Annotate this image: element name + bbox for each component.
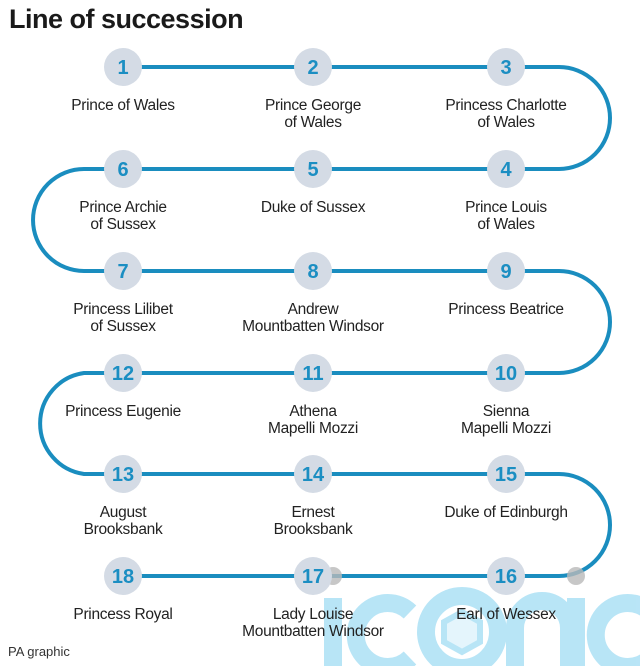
person-name: Princess Royal	[73, 606, 172, 623]
person-marker	[487, 150, 525, 188]
person-name: Princess Beatrice	[448, 301, 564, 318]
person-name: of Wales	[477, 114, 535, 131]
person-marker	[487, 557, 525, 595]
person-name: Mapelli Mozzi	[268, 420, 358, 437]
person-marker	[487, 48, 525, 86]
person-name: Earl of Wessex	[456, 606, 556, 623]
person-name: of Sussex	[90, 318, 156, 335]
succession-number: 2	[307, 57, 318, 79]
person-name: Prince Archie	[79, 199, 166, 216]
page-title: Line of succession	[9, 4, 244, 34]
succession-number: 3	[500, 57, 511, 79]
succession-line	[31, 65, 612, 578]
succession-number: 9	[500, 261, 511, 283]
person-name: Princess Eugenie	[65, 403, 181, 420]
person-name: Ernest	[292, 504, 336, 521]
person-marker	[294, 48, 332, 86]
credit-text: PA graphic	[8, 644, 70, 659]
succession-number: 8	[307, 261, 318, 283]
watermark-dot	[567, 567, 585, 585]
person-marker	[294, 557, 332, 595]
person-name: Brooksbank	[84, 521, 163, 538]
person-name: Prince of Wales	[71, 97, 175, 114]
person-name: Duke of Edinburgh	[444, 504, 567, 521]
watermark-logo	[324, 587, 640, 666]
person-marker	[104, 557, 142, 595]
person-name: Mountbatten Windsor	[242, 623, 384, 640]
person-name: of Sussex	[90, 216, 156, 233]
succession-number: 16	[495, 566, 517, 588]
succession-number: 15	[495, 464, 517, 486]
succession-number: 13	[112, 464, 134, 486]
watermark-letter	[346, 594, 417, 666]
person-name: Sienna	[483, 403, 530, 420]
person-name: August	[100, 504, 147, 521]
person-name: Andrew	[288, 301, 340, 318]
person-marker	[294, 354, 332, 392]
person-marker	[294, 455, 332, 493]
person-name: Prince Louis	[465, 199, 547, 216]
person-marker	[104, 354, 142, 392]
succession-number: 18	[112, 566, 134, 588]
person-name: Duke of Sussex	[261, 199, 366, 216]
succession-number: 6	[117, 159, 128, 181]
succession-number: 12	[112, 363, 134, 385]
person-marker	[104, 252, 142, 290]
person-name: Prince George	[265, 97, 361, 114]
person-marker	[487, 252, 525, 290]
person-name: Lady Louise	[273, 606, 353, 623]
person-marker	[104, 48, 142, 86]
succession-number: 14	[302, 464, 325, 486]
person-name: of Wales	[477, 216, 535, 233]
person-name: Princess Charlotte	[445, 97, 566, 114]
succession-number: 17	[302, 566, 324, 588]
succession-number: 4	[500, 159, 512, 181]
succession-number: 11	[302, 363, 323, 385]
person-marker	[294, 252, 332, 290]
person-name: Mapelli Mozzi	[461, 420, 551, 437]
person-marker	[487, 354, 525, 392]
person-name: Brooksbank	[274, 521, 353, 538]
person-marker	[487, 455, 525, 493]
succession-number: 1	[117, 57, 128, 79]
watermark-hexagon	[441, 608, 483, 656]
person-marker	[104, 150, 142, 188]
watermark-letter	[586, 594, 640, 666]
succession-number: 10	[495, 363, 517, 385]
watermark-letter	[417, 587, 507, 666]
person-name: Princess Lilibet	[73, 301, 173, 318]
succession-number: 7	[117, 261, 128, 283]
person-name: Athena	[289, 403, 337, 420]
person-marker	[294, 150, 332, 188]
person-name: of Wales	[284, 114, 342, 131]
person-name: Mountbatten Windsor	[242, 318, 384, 335]
succession-number: 5	[307, 159, 318, 181]
person-marker	[104, 455, 142, 493]
